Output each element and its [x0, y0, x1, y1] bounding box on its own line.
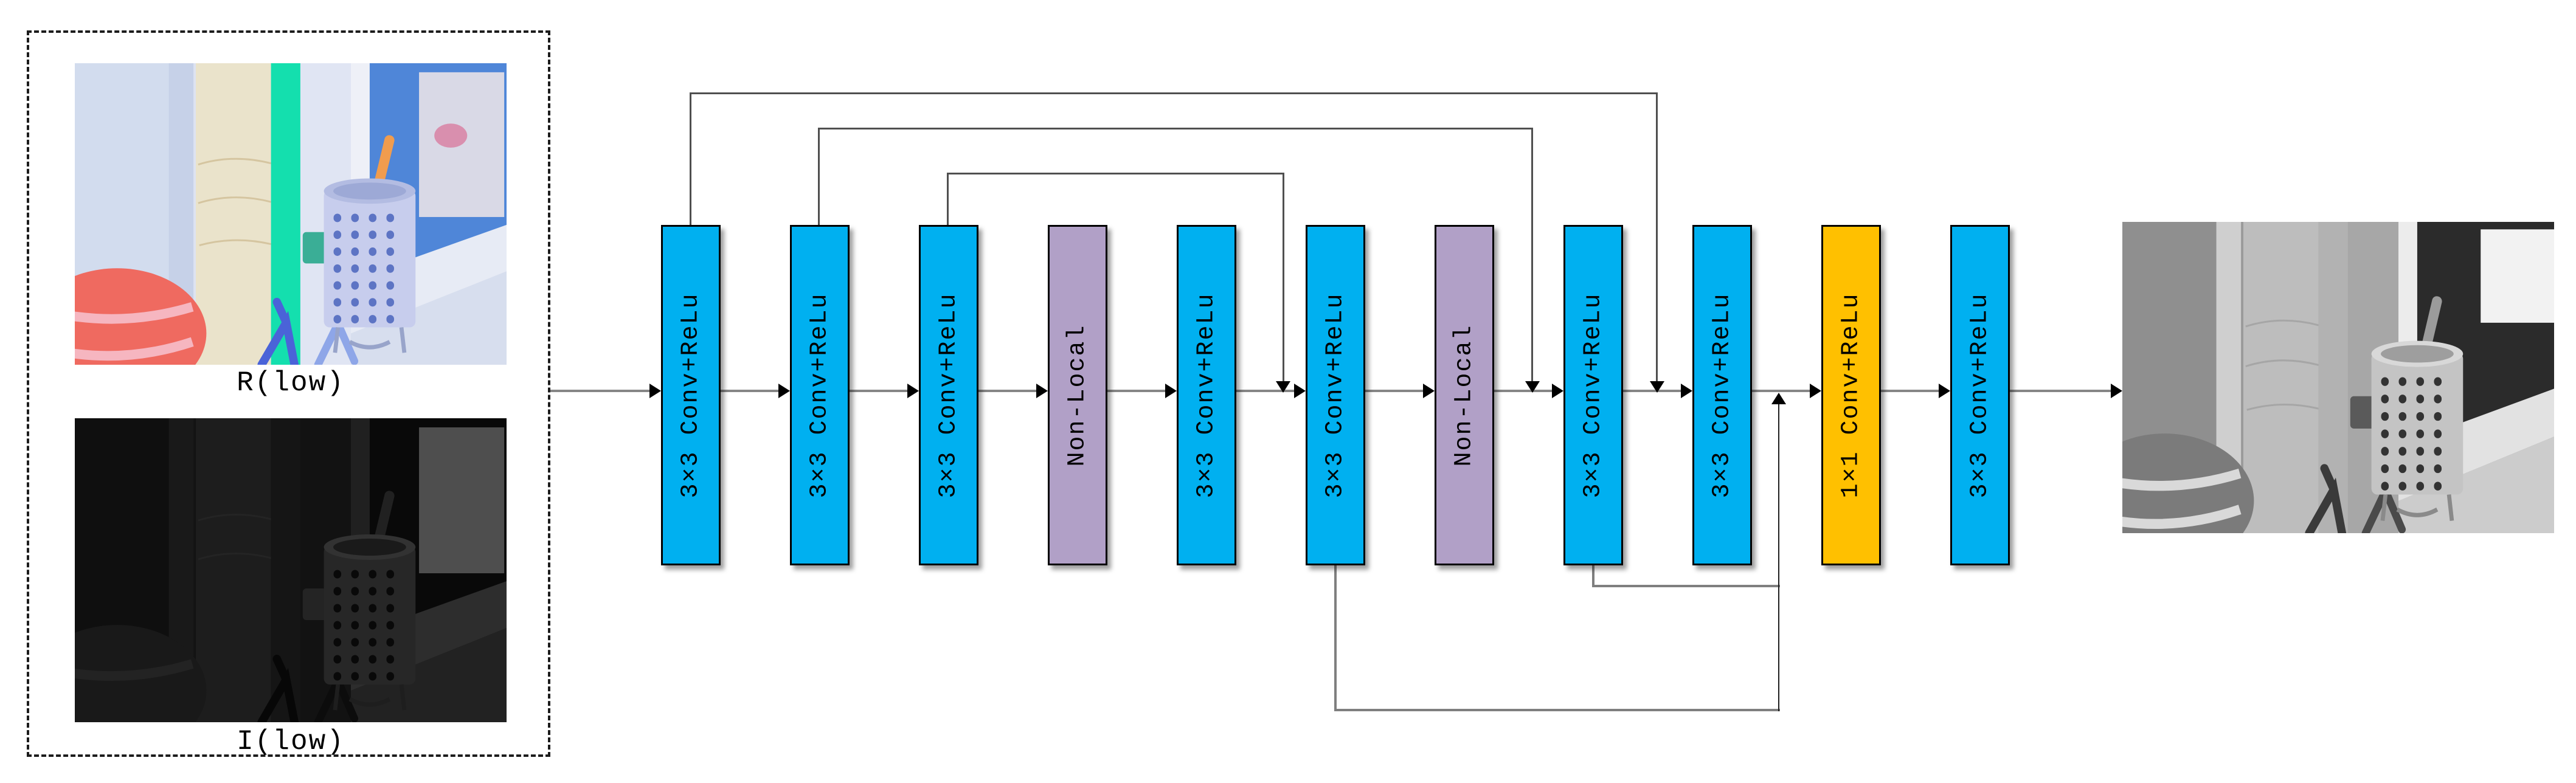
arrow-up-icon — [1771, 393, 1786, 404]
window-pane — [419, 427, 505, 573]
arrow-right-icon — [2111, 384, 2122, 398]
conv3x3-block-3: 3×3 Conv+ReLu — [919, 225, 978, 565]
skip5-horizontal — [1592, 585, 1780, 587]
non-local-block-2: Non-Local — [1435, 225, 1494, 565]
arrow-right-icon — [778, 384, 790, 398]
illumination-label: I(low) — [237, 726, 345, 757]
skip4-horizontal — [1334, 709, 1780, 711]
arrow-right-icon — [907, 384, 919, 398]
utensil-holder — [324, 190, 416, 328]
skip3-horizontal — [947, 173, 1284, 174]
skip1-drop — [1656, 92, 1658, 381]
flow-line-segment — [1494, 390, 1553, 392]
skip2-drop — [1531, 128, 1533, 381]
arrow-right-icon — [1552, 384, 1563, 398]
arrow-down-icon — [1525, 381, 1540, 393]
arrow-right-icon — [1681, 384, 1692, 398]
skip1-horizontal — [690, 92, 1658, 94]
skip-riser — [1778, 404, 1779, 711]
conv3x3-block-4: 3×3 Conv+ReLu — [1177, 225, 1236, 565]
conv1x1-block: 1×1 Conv+ReLu — [1821, 225, 1881, 565]
pliers — [2305, 464, 2347, 533]
arrow-down-icon — [1276, 381, 1290, 393]
flow-line-segment — [2010, 390, 2111, 392]
flow-line-segment — [1881, 390, 1939, 392]
pipe — [195, 63, 271, 365]
flow-line-segment — [1365, 390, 1424, 392]
utensil-holder — [2371, 353, 2463, 495]
window-pane — [2481, 229, 2554, 323]
conv3x3-block-7: 3×3 Conv+ReLu — [1692, 225, 1752, 565]
arrow-down-icon — [1650, 381, 1664, 393]
flow-line-segment — [550, 390, 650, 392]
skip2-stub — [818, 128, 820, 225]
arrow-right-icon — [649, 384, 661, 398]
input-group-dashed-box — [27, 30, 550, 757]
arrow-right-icon — [1165, 384, 1177, 398]
skip3-stub — [947, 173, 949, 225]
holder-stand — [333, 327, 407, 353]
skip5-drop — [1592, 565, 1594, 587]
pliers — [257, 297, 299, 365]
utensil-holder — [324, 546, 416, 685]
flow-line-segment — [978, 390, 1037, 392]
conv3x3-block-5: 3×3 Conv+ReLu — [1306, 225, 1365, 565]
illumination-input-image — [75, 418, 507, 722]
skip2-horizontal — [818, 128, 1533, 129]
conv3x3-block-6: 3×3 Conv+ReLu — [1563, 225, 1623, 565]
skip3-drop — [1283, 173, 1284, 381]
flow-line-segment — [1236, 390, 1295, 392]
flow-line-segment — [850, 390, 908, 392]
conv3x3-block-1: 3×3 Conv+ReLu — [661, 225, 721, 565]
flow-line-segment — [721, 390, 779, 392]
holder-holes — [333, 213, 395, 326]
reflectance-label: R(low) — [237, 367, 345, 399]
output-enhanced-image — [2122, 222, 2554, 533]
arrow-right-icon — [1294, 384, 1306, 398]
skip4-drop — [1334, 565, 1337, 711]
flow-line-segment — [1752, 390, 1810, 392]
reflectance-input-image — [75, 63, 507, 365]
arrow-right-icon — [1810, 384, 1821, 398]
conv3x3-block-8: 3×3 Conv+ReLu — [1950, 225, 2010, 565]
conv3x3-block-2: 3×3 Conv+ReLu — [790, 225, 850, 565]
arrow-right-icon — [1423, 384, 1435, 398]
skip1-stub — [690, 92, 691, 225]
arrow-right-icon — [1939, 384, 1950, 398]
arrow-right-icon — [1036, 384, 1048, 398]
flow-line-segment — [1107, 390, 1166, 392]
non-local-block-1: Non-Local — [1048, 225, 1107, 565]
